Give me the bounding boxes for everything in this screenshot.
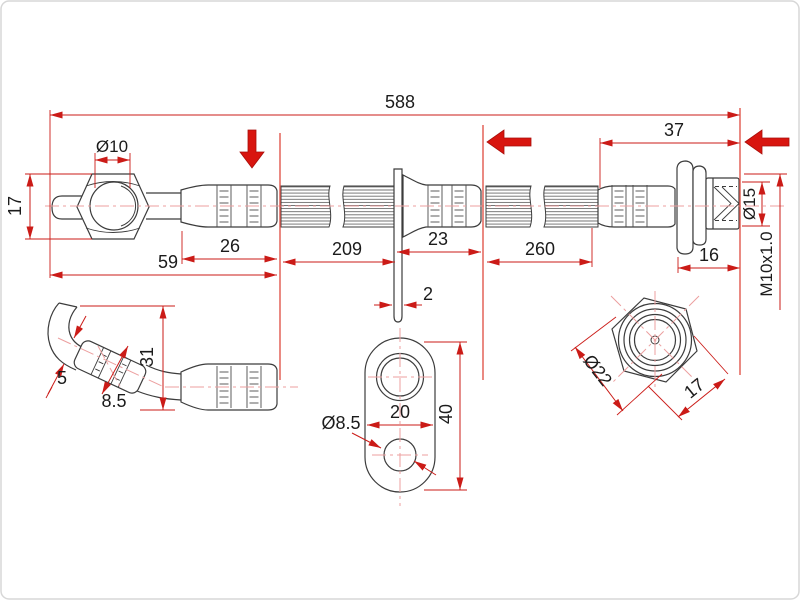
dim-banjo-hole: Ø10 [96, 137, 128, 156]
dim-right-fitting: 16 [699, 245, 719, 265]
dim-hose-run-2: 260 [525, 239, 555, 259]
dim-mid-collar: 23 [428, 229, 448, 249]
dim-tab-height: 40 [436, 404, 456, 424]
section-marker-lines [279, 108, 741, 380]
right-collar [597, 184, 676, 228]
end-flange [676, 160, 707, 255]
clip-plate [393, 168, 403, 323]
middle-collar [402, 174, 482, 238]
dim-ferrule-dia: 8.5 [101, 391, 126, 411]
dim-banjo-height: 17 [5, 196, 25, 216]
dim-thread-spec: M10x1.0 [757, 231, 776, 296]
dim-pipe-stickout: 5 [57, 368, 67, 388]
dim-bracket-thickness: 2 [423, 284, 433, 304]
dim-tab-hole: Ø8.5 [321, 413, 360, 433]
dim-fitting-dia: Ø15 [740, 188, 759, 220]
dim-hose-run-1: 209 [332, 239, 362, 259]
pointer-arrows [239, 129, 790, 169]
threaded-fitting [705, 177, 740, 230]
dim-left-collar: 26 [220, 236, 240, 256]
dim-overall-length: 588 [385, 92, 415, 112]
dim-left-end: 59 [158, 252, 178, 272]
pointer-arrow-left-icon [486, 129, 532, 155]
dim-right-end: 37 [664, 120, 684, 140]
dim-bend-height: 31 [137, 347, 157, 367]
dim-tab-width: 20 [390, 402, 410, 422]
dimension-lines [25, 110, 787, 491]
pointer-arrow-left-2-icon [744, 129, 790, 155]
pointer-arrow-down-icon [239, 129, 265, 169]
